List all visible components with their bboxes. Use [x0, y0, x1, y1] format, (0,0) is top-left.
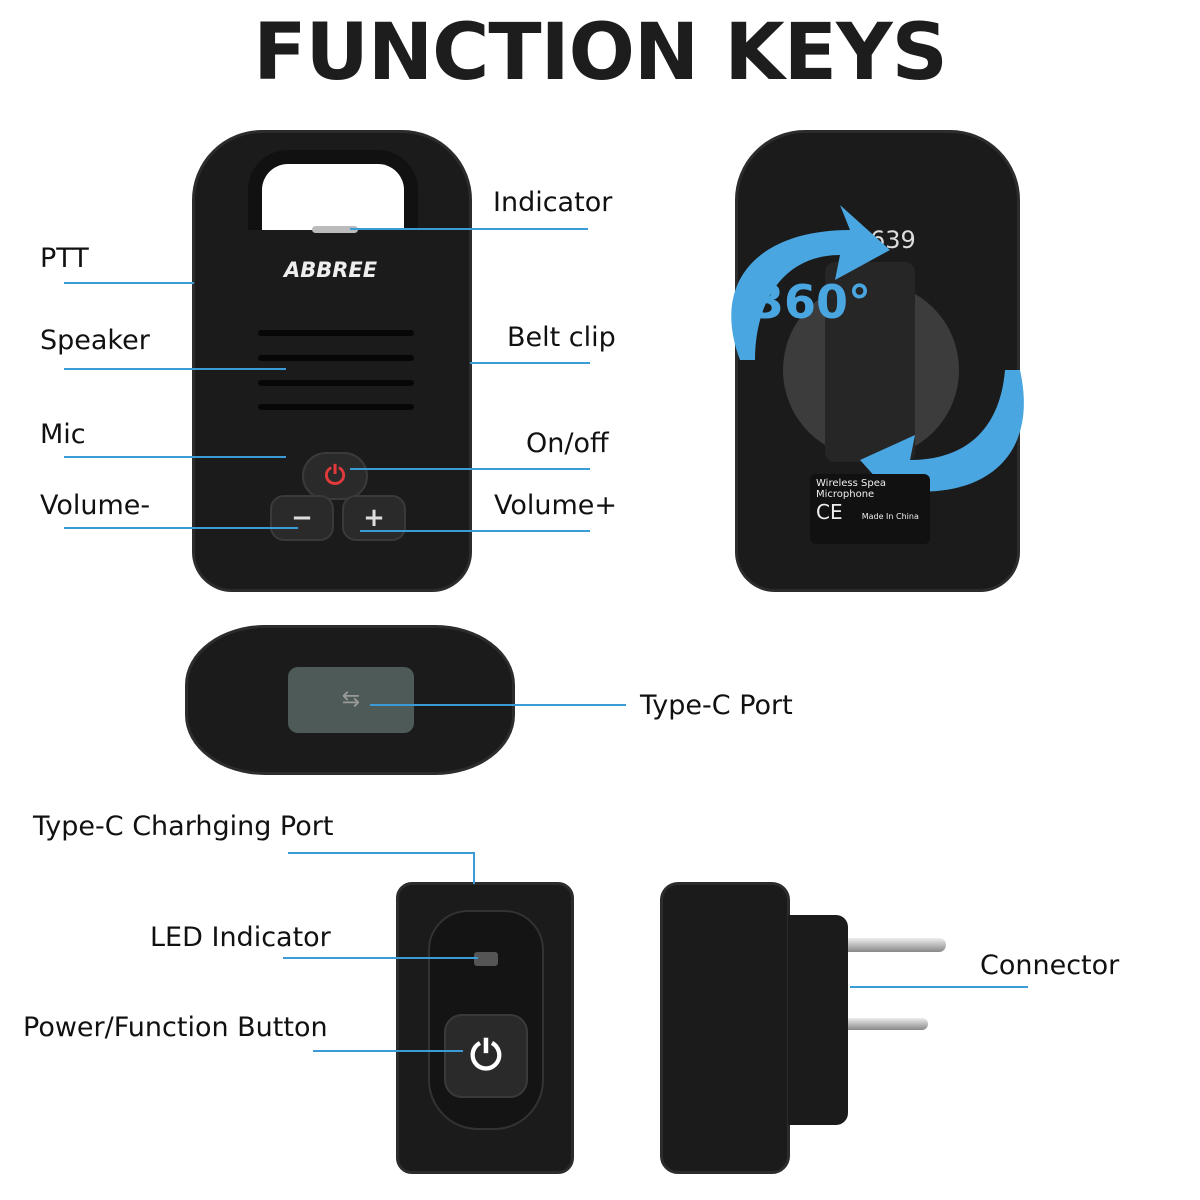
power-button[interactable]: ⏻ — [302, 452, 368, 500]
label-volume-plus: Volume+ — [494, 490, 618, 521]
rotation-arrows-icon — [731, 205, 1024, 510]
device-handle — [248, 150, 418, 230]
page-title: FUNCTION KEYS — [253, 8, 948, 98]
connector-pin-large — [848, 938, 946, 952]
sticker-line-1: Wireless Spea — [816, 478, 886, 489]
volume-up-button[interactable]: + — [342, 495, 406, 541]
indicator-light — [312, 226, 358, 233]
product-sticker: Wireless Spea Microphone CE Made In Chin… — [810, 474, 930, 544]
rotation-label: 360° — [752, 275, 872, 329]
label-speaker: Speaker — [40, 325, 150, 356]
led-indicator — [474, 952, 498, 966]
label-ptt: PTT — [40, 243, 89, 274]
label-volume-minus: Volume- — [40, 490, 151, 521]
label-type-c-port: Type-C Port — [640, 690, 793, 721]
power-function-button[interactable]: ⏻ — [444, 1014, 528, 1098]
connector-body — [788, 915, 848, 1125]
type-c-port-cover: ⇆ — [288, 667, 414, 733]
label-on-off: On/off — [526, 428, 609, 459]
made-in-text: Made In China — [861, 512, 919, 521]
label-led-indicator: LED Indicator — [150, 922, 331, 953]
label-power-button: Power/Function Button — [23, 1012, 328, 1043]
label-connector: Connector — [980, 950, 1120, 981]
label-indicator: Indicator — [493, 187, 613, 218]
brand-logo: ABBREE — [284, 258, 378, 282]
ce-mark: CE — [816, 500, 843, 524]
label-mic: Mic — [40, 419, 86, 450]
belt-clip — [825, 262, 915, 462]
label-belt-clip: Belt clip — [507, 322, 616, 353]
label-charging-port: Type-C Charhging Port — [33, 811, 334, 842]
sticker-line-2: Microphone — [816, 489, 875, 500]
volume-down-button[interactable]: − — [270, 495, 334, 541]
adapter-side — [660, 882, 790, 1174]
connector-pin-small — [848, 1018, 928, 1030]
